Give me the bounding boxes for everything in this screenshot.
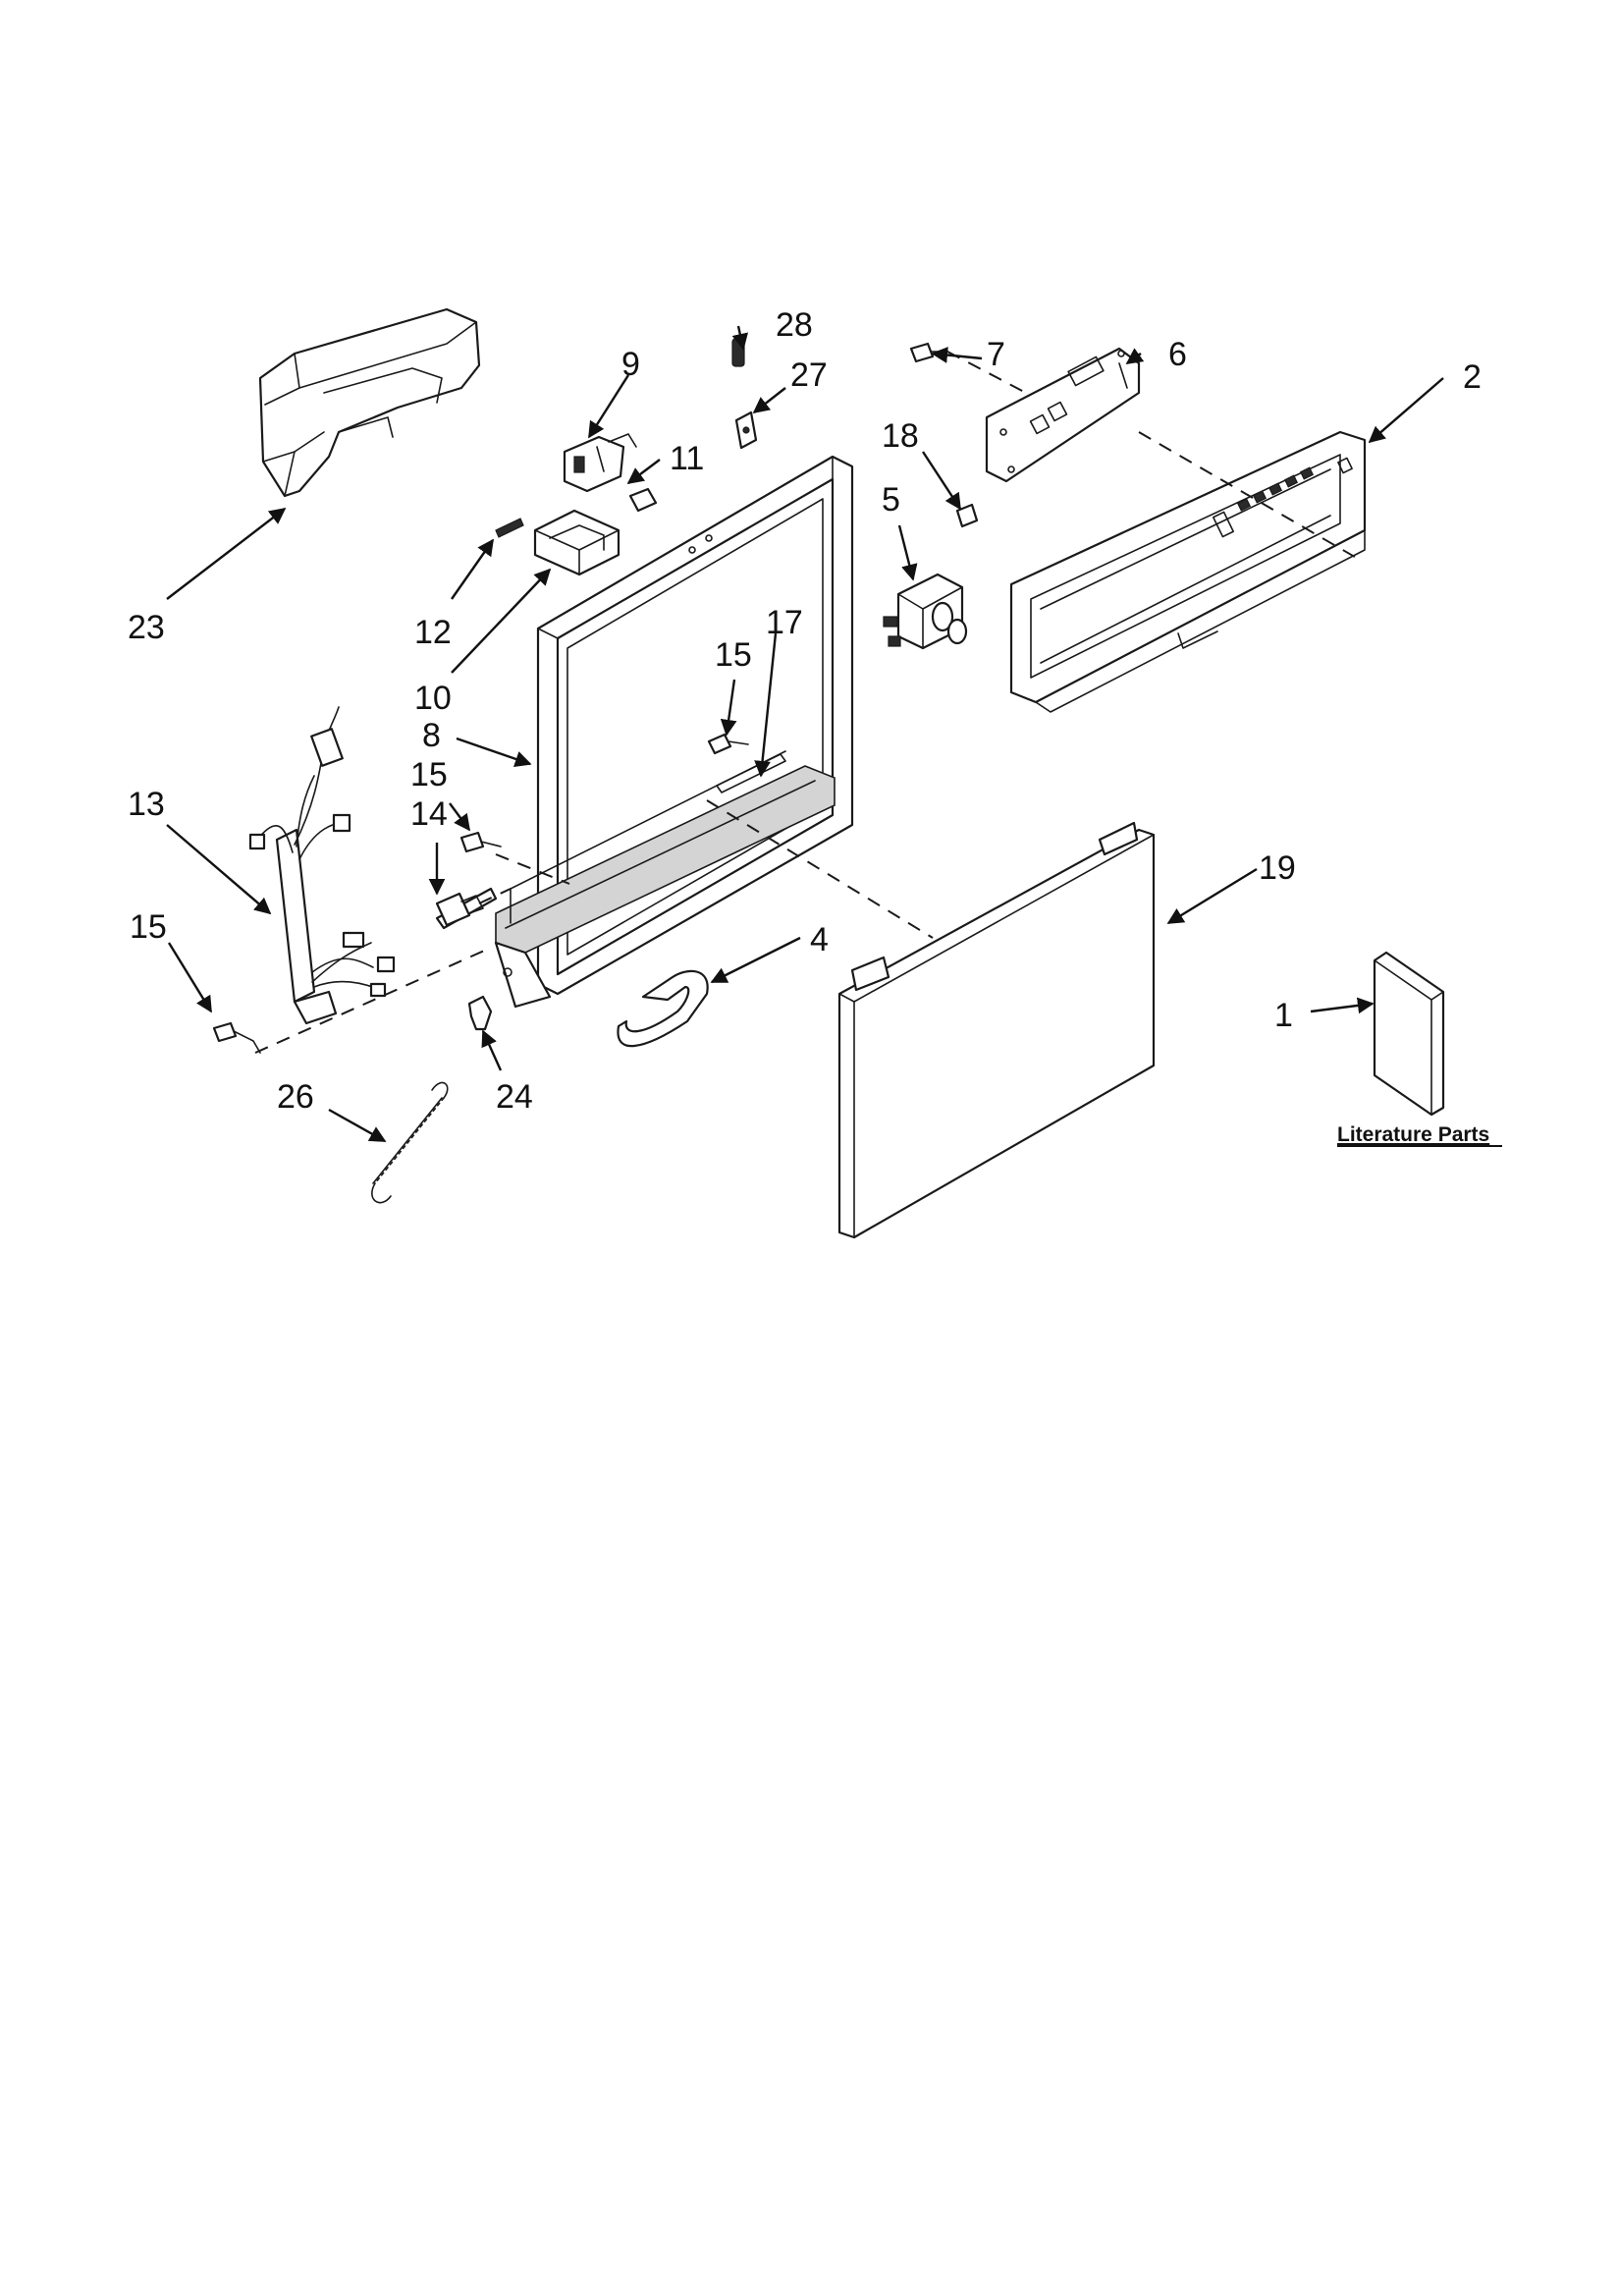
callout-1: 1 (1274, 997, 1293, 1034)
callout-27: 27 (790, 356, 828, 394)
alignment-lines (254, 351, 1361, 1054)
part-11-latch-pin (628, 487, 658, 513)
callout-2: 2 (1463, 358, 1482, 396)
part-4-bracket (617, 969, 709, 1048)
callout-18: 18 (882, 417, 919, 455)
part-10-latch-housing (533, 509, 620, 576)
callout-15-upper: 15 (715, 636, 752, 674)
part-15-screw-lower (212, 1021, 261, 1054)
part-7-screw (909, 342, 948, 363)
part-2-control-panel (1009, 430, 1367, 713)
callout-24: 24 (496, 1078, 533, 1116)
callout-10: 10 (414, 680, 452, 717)
part-15-screw-upper (707, 733, 749, 755)
callout-11: 11 (670, 440, 704, 477)
part-27-bracket (734, 410, 758, 450)
part-9-latch (563, 433, 637, 493)
leader-arrows (166, 325, 1444, 1143)
part-13-wire-harness (248, 706, 498, 1025)
callout-14: 14 (410, 795, 448, 833)
callout-labels: 1 2 4 5 6 7 8 9 10 11 12 13 14 15 15 15 … (128, 306, 1482, 1116)
part-15-screw-middle (459, 831, 502, 853)
callout-5: 5 (882, 481, 900, 519)
callout-8: 8 (422, 717, 441, 754)
part-19-door-panel (837, 821, 1156, 1239)
part-12-spring-pin (495, 518, 524, 538)
part-24-clip (467, 995, 493, 1031)
callout-13: 13 (128, 786, 165, 823)
callout-6: 6 (1168, 336, 1187, 373)
control-panel-buttons (1236, 457, 1353, 512)
callout-23: 23 (128, 609, 165, 646)
callout-4: 4 (810, 921, 829, 958)
part-18-button (955, 503, 979, 528)
part-14-connector (435, 892, 484, 927)
part-6-control-board (985, 347, 1141, 483)
callout-12: 12 (414, 614, 452, 651)
part-8-door-frame (494, 455, 854, 1009)
callout-28: 28 (776, 306, 813, 344)
part-26-spring (371, 1081, 449, 1204)
part-5-switch (883, 573, 968, 650)
callout-15-lower: 15 (130, 908, 167, 946)
part-23-cover (258, 307, 481, 498)
literature-parts-caption: Literature Parts (1337, 1123, 1489, 1146)
part-1-literature-booklet (1373, 951, 1445, 1117)
callout-9: 9 (621, 346, 640, 383)
callout-26: 26 (277, 1078, 314, 1116)
callout-19: 19 (1259, 849, 1296, 887)
callout-17: 17 (766, 604, 803, 641)
callout-7: 7 (987, 336, 1005, 373)
callout-15-middle: 15 (410, 756, 448, 793)
